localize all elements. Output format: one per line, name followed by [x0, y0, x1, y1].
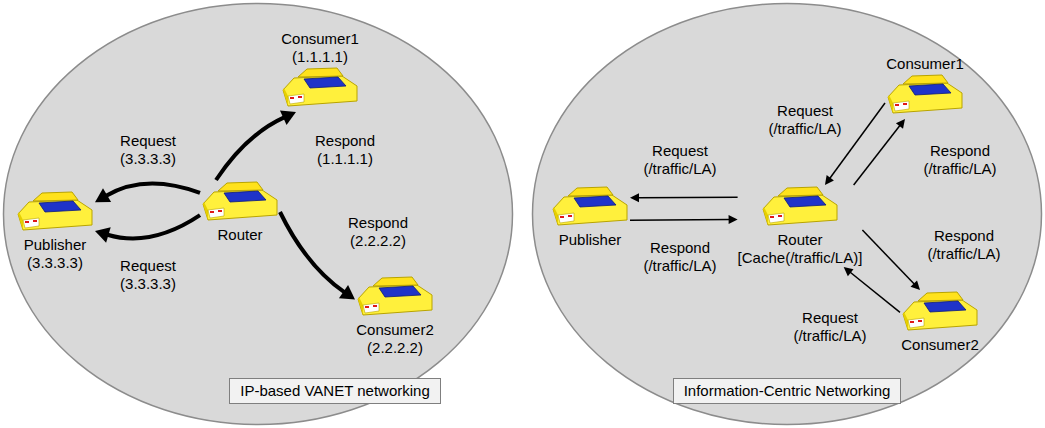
- vehicle-picture: [200, 180, 280, 226]
- vehicle-picture: [280, 66, 360, 112]
- edge-label: Request (3.3.3.3): [120, 257, 176, 293]
- edge-label-holder: Respond (1.1.1.1): [315, 132, 375, 168]
- vehicle-node: Consumer1: [885, 55, 965, 119]
- edge-label-holder: Respond (2.2.2.2): [348, 214, 408, 250]
- car-icon: [200, 180, 280, 226]
- vehicle-picture: [550, 185, 630, 231]
- vehicle-picture: [900, 290, 980, 336]
- edge-label-holder: Respond (/traffic/LA): [643, 239, 716, 275]
- vehicle-label: Router: [217, 226, 262, 244]
- vehicle-picture: [15, 190, 95, 236]
- vehicle-label: Publisher (3.3.3.3): [24, 236, 87, 272]
- edge-label-holder: Respond (/traffic/LA): [927, 227, 1000, 263]
- vehicle-label: Consumer2: [901, 336, 979, 354]
- vehicle-label: Router: [777, 231, 822, 249]
- edge-label-holder: Request (3.3.3.3): [120, 257, 176, 293]
- vehicle-label: Publisher: [559, 231, 622, 249]
- edge-label: Request (/traffic/LA): [793, 309, 866, 345]
- vehicle-node: Consumer1 (1.1.1.1): [280, 30, 360, 112]
- car-icon: [885, 73, 965, 119]
- vehicle-label: Consumer1 (1.1.1.1): [281, 30, 359, 66]
- vehicle-picture: [760, 185, 840, 231]
- vehicle-node: Publisher (3.3.3.3): [15, 190, 95, 272]
- edge-label-holder: Request (/traffic/LA): [793, 309, 866, 345]
- vehicle-label: [Cache(/traffic/LA)]: [738, 249, 863, 267]
- vehicle-node: Router[Cache(/traffic/LA)]: [738, 185, 863, 267]
- edge-label-holder: Request (/traffic/LA): [768, 102, 841, 138]
- car-icon: [15, 190, 95, 236]
- car-icon: [355, 275, 435, 321]
- network-region: IP-based VANET networking Publisher (3.3.…: [2, 2, 514, 426]
- edge-label: Request (3.3.3.3): [120, 132, 176, 168]
- vehicle-node: Consumer2 (2.2.2.2): [355, 275, 435, 357]
- vehicle-label: Consumer2 (2.2.2.2): [356, 321, 434, 357]
- car-icon: [900, 290, 980, 336]
- region-caption: Information-Centric Networking: [673, 378, 902, 404]
- edge-label-holder: Respond (/traffic/LA): [923, 142, 996, 178]
- vehicle-node: Consumer2: [900, 290, 980, 354]
- edge-label: Respond (1.1.1.1): [315, 132, 375, 168]
- network-region: Information-Centric NetworkingPublisherR…: [531, 2, 1043, 426]
- edge-label: Respond (/traffic/LA): [923, 142, 996, 178]
- edge-label-holder: Request (/traffic/LA): [643, 142, 716, 178]
- edge-label: Respond (/traffic/LA): [643, 239, 716, 275]
- edge-label-holder: Request (3.3.3.3): [120, 132, 176, 168]
- edge-label: Request (/traffic/LA): [768, 102, 841, 138]
- car-icon: [280, 66, 360, 112]
- vehicle-node: Router: [200, 180, 280, 244]
- vehicle-picture: [355, 275, 435, 321]
- car-icon: [550, 185, 630, 231]
- vehicle-node: Publisher: [550, 185, 630, 249]
- edge-label: Respond (/traffic/LA): [927, 227, 1000, 263]
- edge-label: Request (/traffic/LA): [643, 142, 716, 178]
- vehicle-label: Consumer1: [886, 55, 964, 73]
- region-caption: IP-based VANET networking: [229, 378, 441, 404]
- edge-label: Respond (2.2.2.2): [348, 214, 408, 250]
- car-icon: [760, 185, 840, 231]
- vehicle-picture: [885, 73, 965, 119]
